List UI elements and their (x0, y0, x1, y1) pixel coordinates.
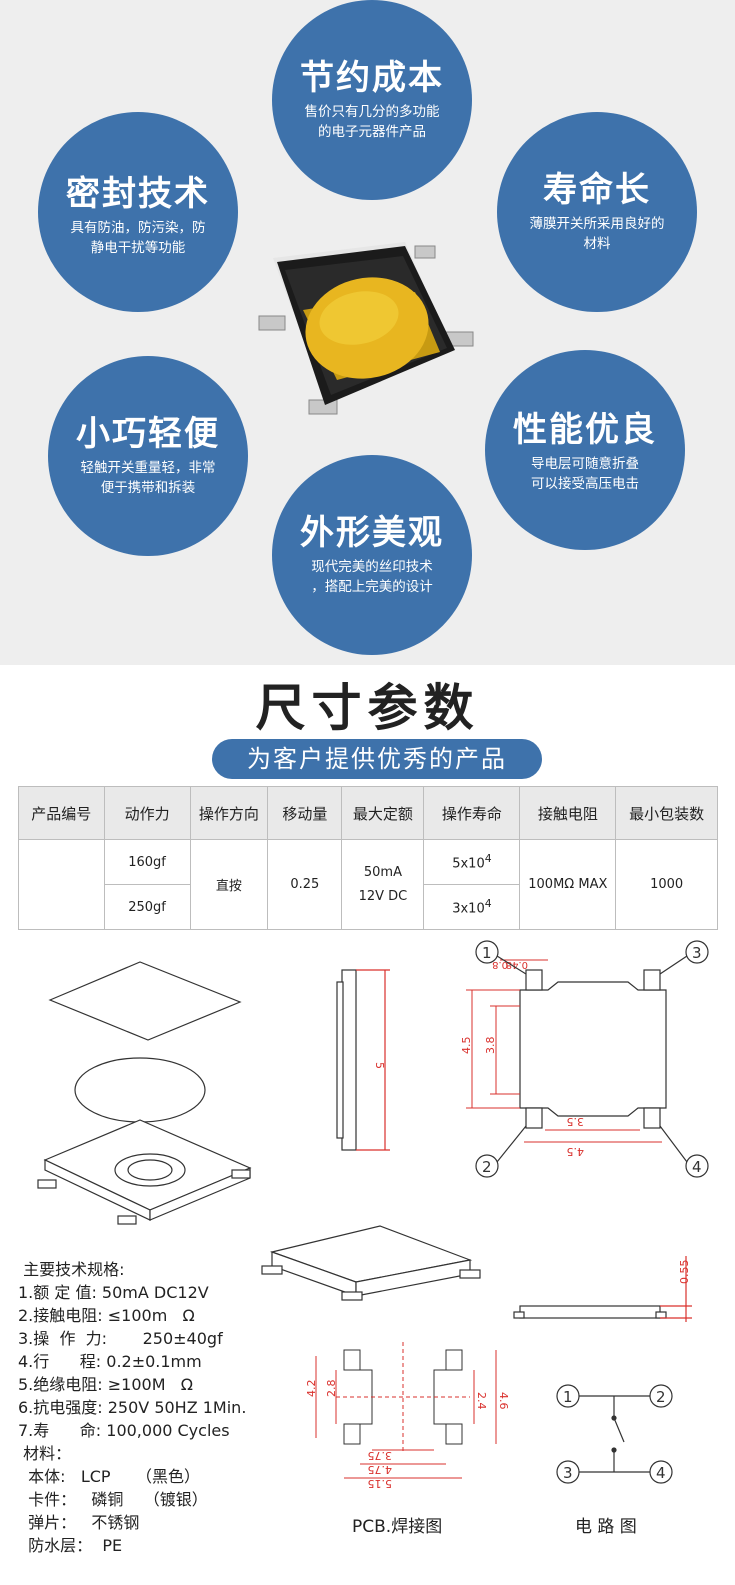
tact-switch-product-image (258, 242, 474, 415)
table-cell-life: 3x104 (423, 884, 521, 930)
table-header: 操作寿命 (423, 786, 521, 840)
feature-title: 外形美观 (300, 513, 444, 553)
table-cell-travel: 0.25 (267, 839, 343, 930)
spec-line: 主要技术规格: (18, 1260, 125, 1279)
table-header: 移动量 (267, 786, 343, 840)
dim-top-4-5: 4.5 (460, 1037, 473, 1055)
features-banner: 节约成本 售价只有几分的多功能的电子元器件产品 密封技术 具有防油，防污染，防静… (0, 0, 735, 665)
feature-desc: 具有防油，防污染，防静电干扰等功能 (70, 220, 206, 256)
feature-desc: 现代完美的丝印技术，搭配上完美的设计 (311, 559, 433, 595)
spec-table: 产品编号 动作力 操作方向 移动量 最大定额 操作寿命 接触电阻 最小包装数 1… (18, 786, 718, 930)
spec-line: 弹片： 不锈钢 (18, 1513, 140, 1532)
spec-line: 本体: LCP （黑色） (18, 1467, 200, 1486)
dim-top-3-8: 3.8 (484, 1037, 497, 1055)
dim-pcb-5-15: 5.15 (368, 1477, 393, 1490)
section-title: 尺寸参数 (255, 679, 480, 737)
pin-4-label: 4 (692, 1158, 702, 1176)
feature-circle-performance: 性能优良 导电层可随意折叠可以接受高压电击 (485, 350, 685, 550)
dim-top-4-5-bottom: 4.5 (567, 1145, 585, 1158)
table-header: 最大定额 (341, 786, 425, 840)
feature-desc: 薄膜开关所采用良好的材料 (529, 216, 665, 252)
dim-thickness: 0.55 (678, 1260, 691, 1285)
feature-title: 节约成本 (300, 58, 444, 98)
feature-circle-cost: 节约成本 售价只有几分的多功能的电子元器件产品 (272, 0, 472, 200)
table-cell-force: 250gf (103, 884, 191, 930)
dim-pcb-4-6: 4.6 (497, 1392, 510, 1410)
pin-3-label: 3 (692, 944, 702, 962)
section-subtitle-badge: 为客户提供优秀的产品 (212, 739, 542, 779)
pcb-layout-drawing (315, 1342, 497, 1479)
side-view-drawing (336, 969, 390, 1151)
technical-specs-list: 主要技术规格: 1.额 定 值: 50mA DC12V 2.接触电阻: ≤100… (18, 1258, 246, 1557)
feature-desc: 轻触开关重量轻，非常便于携带和拆装 (80, 460, 216, 496)
dim-pcb-2-4: 2.4 (475, 1392, 488, 1410)
table-cell-code (18, 839, 105, 930)
spec-line: 1.额 定 值: 50mA DC12V (18, 1283, 209, 1302)
spec-line: 材料： (18, 1444, 72, 1463)
spec-line: 6.抗电强度: 250V 50HZ 1Min. (18, 1398, 247, 1417)
feature-title: 性能优良 (513, 410, 657, 450)
dim-side-height: 5 (373, 1062, 386, 1069)
spec-line: 2.接触电阻: ≤100m Ω (18, 1306, 195, 1325)
table-cell-force: 160gf (103, 839, 191, 885)
feature-desc: 导电层可随意折叠可以接受高压电击 (531, 456, 639, 492)
feature-title: 寿命长 (543, 170, 651, 210)
table-header: 操作方向 (189, 786, 269, 840)
dim-pcb-3-75: 3.75 (368, 1449, 393, 1462)
pin-1-label: 1 (482, 944, 492, 962)
spec-line: 5.绝缘电阻: ≥100M Ω (18, 1375, 193, 1394)
feature-circle-light: 小巧轻便 轻触开关重量轻，非常便于携带和拆装 (48, 356, 248, 556)
table-header: 产品编号 (18, 786, 105, 840)
exploded-view-drawing (37, 961, 252, 1225)
circuit-caption: 电 路 图 (575, 1517, 637, 1537)
iso-view-drawing (261, 1225, 481, 1301)
dim-pcb-4-75: 4.75 (368, 1463, 393, 1476)
table-row: 250gf 3x104 (19, 884, 718, 930)
feature-circle-life: 寿命长 薄膜开关所采用良好的材料 (497, 112, 697, 312)
spec-line: 4.行 程: 0.2±0.1mm (18, 1352, 202, 1371)
feature-title: 密封技术 (66, 174, 210, 214)
dim-top-0-48: 0.48 (506, 959, 528, 970)
spec-line: 卡件： 磷铜 （镀银） (18, 1490, 208, 1509)
pcb-caption: PCB.焊接图 (352, 1517, 443, 1537)
feature-circle-appearance: 外形美观 现代完美的丝印技术，搭配上完美的设计 (272, 455, 472, 655)
feature-title: 小巧轻便 (76, 414, 220, 454)
spec-line: 3.操 作 力: 250±40gf (18, 1329, 223, 1348)
pin-2-label: 2 (482, 1158, 492, 1176)
top-view-dimensions (466, 959, 662, 1143)
feature-desc: 售价只有几分的多功能的电子元器件产品 (304, 104, 440, 140)
circuit-pin-2: 2 (656, 1388, 666, 1406)
top-view-drawing (519, 969, 667, 1129)
spec-line: 防水层： PE (18, 1536, 123, 1555)
dim-top-0-8: 0.8 (492, 959, 508, 970)
table-cell-direction: 直按 (189, 839, 269, 930)
table-cell-resistance: 100MΩ MAX (519, 839, 617, 930)
technical-drawings: 5 0.48 0.8 4.5 3.8 3.5 4.5 1 3 2 4 (37, 940, 709, 1490)
table-header: 动作力 (103, 786, 191, 840)
table-cell-life: 5x104 (423, 839, 521, 885)
dim-top-3-5: 3.5 (567, 1115, 585, 1128)
circuit-pin-1: 1 (563, 1388, 573, 1406)
table-header-row: 产品编号 动作力 操作方向 移动量 最大定额 操作寿命 接触电阻 最小包装数 (18, 786, 718, 840)
pin-labels-top (475, 940, 709, 1178)
circuit-pin-3: 3 (563, 1464, 573, 1482)
dim-pcb-4-2: 4.2 (305, 1380, 318, 1398)
feature-circle-seal: 密封技术 具有防油，防污染，防静电干扰等功能 (38, 112, 238, 312)
spec-line: 7.寿 命: 100,000 Cycles (18, 1421, 230, 1440)
circuit-diagram (556, 1384, 673, 1484)
thin-side-view-drawing (513, 1256, 692, 1322)
table-cell-pack: 1000 (615, 839, 718, 930)
table-header: 最小包装数 (615, 786, 718, 840)
circuit-pin-4: 4 (656, 1464, 666, 1482)
dim-pcb-2-8: 2.8 (325, 1380, 338, 1398)
table-header: 接触电阻 (519, 786, 617, 840)
